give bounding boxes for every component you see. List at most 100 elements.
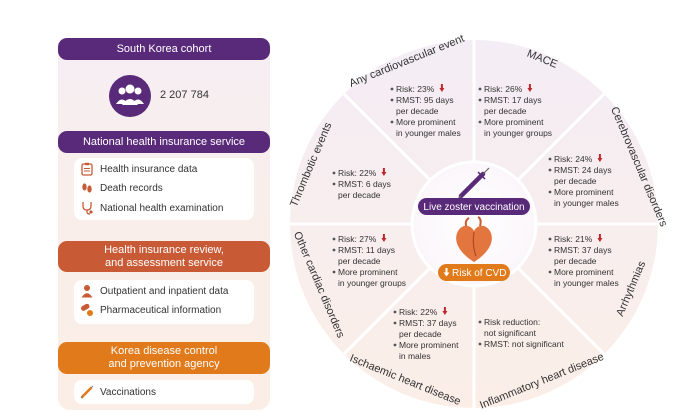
nhis-item-label: Health insurance data — [100, 163, 198, 175]
segment-line: More prominent — [554, 187, 614, 197]
segment-line: RMST: 37 days — [554, 245, 612, 255]
bullet-dot — [393, 310, 397, 314]
bullet-dot — [390, 87, 394, 91]
stethoscope-icon — [80, 201, 94, 215]
wheel-divider — [342, 92, 432, 182]
bullet-dot — [548, 168, 552, 172]
segment-line: per decade — [338, 190, 381, 200]
hira-item-pharma: Pharmaceutical information — [80, 303, 221, 317]
center-disc — [410, 160, 538, 288]
bullet-dot — [393, 321, 397, 325]
risk-label: Risk of CVD — [452, 268, 506, 279]
wheel-divider — [516, 266, 606, 356]
down-arrow-icon — [527, 84, 533, 92]
nhis-card — [74, 158, 254, 220]
bullet-dot — [548, 237, 552, 241]
segment-line: RMST: 24 days — [554, 165, 612, 175]
wheel-divider — [342, 266, 432, 356]
segment-line: in younger males — [396, 128, 461, 138]
segment-line: per decade — [396, 106, 439, 116]
segment-line: Risk reduction: — [484, 317, 540, 327]
kdca-header: Korea disease control and prevention age… — [58, 342, 270, 374]
kdca-item-vaccinations: Vaccinations — [80, 385, 156, 399]
down-arrow-icon — [442, 307, 448, 315]
down-arrow-icon — [597, 154, 603, 162]
vaccine-label: Live zoster vaccination — [423, 202, 524, 213]
bullet-dot — [332, 270, 336, 274]
heart-icon — [456, 216, 492, 262]
kdca-label-line2: and prevention agency — [108, 358, 220, 370]
bullet-dot — [393, 343, 397, 347]
segment-line: More prominent — [338, 267, 398, 277]
segment-line: RMST: 6 days — [338, 179, 391, 189]
down-arrow-icon — [381, 234, 387, 242]
segment-line: Risk: 24% — [554, 154, 593, 164]
segment-line: More prominent — [554, 267, 614, 277]
down-arrow-icon — [381, 168, 387, 176]
hira-item-outpatient: Outpatient and inpatient data — [80, 284, 228, 298]
kdca-card — [74, 380, 254, 404]
bullet-dot — [332, 182, 336, 186]
segment-line: Risk: 21% — [554, 234, 593, 244]
hira-item-label: Outpatient and inpatient data — [100, 285, 229, 297]
bullet-dot — [478, 320, 482, 324]
segment-line: Risk: 22% — [399, 307, 438, 317]
segment-line: in younger groups — [484, 128, 552, 138]
wheel-divider — [516, 92, 606, 182]
footprints-icon — [80, 181, 94, 195]
bullet-dot — [548, 248, 552, 252]
cohort-header: South Korea cohort — [58, 38, 270, 60]
people-icon — [109, 75, 151, 117]
segment-line: More prominent — [484, 117, 544, 127]
bullet-dot — [548, 190, 552, 194]
segment-line: in younger groups — [338, 278, 406, 288]
bullet-dot — [478, 87, 482, 91]
segment-line: Risk: 22% — [338, 168, 377, 178]
hira-header: Health insurance review, and assessment … — [58, 241, 270, 272]
segment-line: More prominent — [396, 117, 456, 127]
syringe-icon — [80, 385, 94, 399]
nhis-item-label: Death records — [100, 182, 163, 194]
nhis-label: National health insurance service — [82, 135, 246, 148]
bullet-dot — [548, 157, 552, 161]
bullet-dot — [332, 237, 336, 241]
segment-line: RMST: not significant — [484, 339, 564, 349]
risk-pill — [438, 264, 510, 281]
nhis-item-insurance: Health insurance data — [80, 162, 197, 176]
segment-line: RMST: 17 days — [484, 95, 542, 105]
bullet-dot — [478, 342, 482, 346]
segment-line: per decade — [554, 256, 597, 266]
nhis-item-death: Death records — [80, 181, 163, 195]
down-arrow-icon — [597, 234, 603, 242]
segment-line: in younger males — [554, 278, 619, 288]
segment-line: in males — [399, 351, 431, 361]
wheel-dividers — [290, 40, 658, 408]
cohort-count: 2 207 784 — [160, 89, 209, 101]
bullet-dot — [548, 270, 552, 274]
bullet-dot — [478, 98, 482, 102]
person-icon — [80, 284, 94, 298]
pills-icon — [80, 303, 94, 317]
segment-line: not significant — [484, 328, 537, 338]
hira-label-line1: Health insurance review, — [104, 243, 224, 256]
vaccine-pill — [418, 198, 530, 215]
nhis-item-exam: National health examination — [80, 201, 223, 215]
kdca-item-label: Vaccinations — [100, 386, 156, 398]
cohort-label: South Korea cohort — [116, 42, 212, 55]
segment-line: RMST: 95 days — [396, 95, 454, 105]
nhis-item-label: National health examination — [100, 202, 224, 214]
bullet-dot — [390, 120, 394, 124]
segment-line: RMST: 37 days — [399, 318, 457, 328]
hira-label-line2: and assessment service — [105, 256, 223, 269]
kdca-label-line1: Korea disease control — [110, 345, 218, 357]
segment-line: per decade — [554, 176, 597, 186]
segment-line: Risk: 26% — [484, 84, 523, 94]
bullet-dot — [332, 171, 336, 175]
segment-line: Risk: 27% — [338, 234, 377, 244]
bullet-dot — [478, 120, 482, 124]
segment-line: Risk: 23% — [396, 84, 435, 94]
down-arrow-icon — [439, 84, 445, 92]
segment-line: per decade — [484, 106, 527, 116]
segment-line: RMST: 11 days — [338, 245, 395, 255]
